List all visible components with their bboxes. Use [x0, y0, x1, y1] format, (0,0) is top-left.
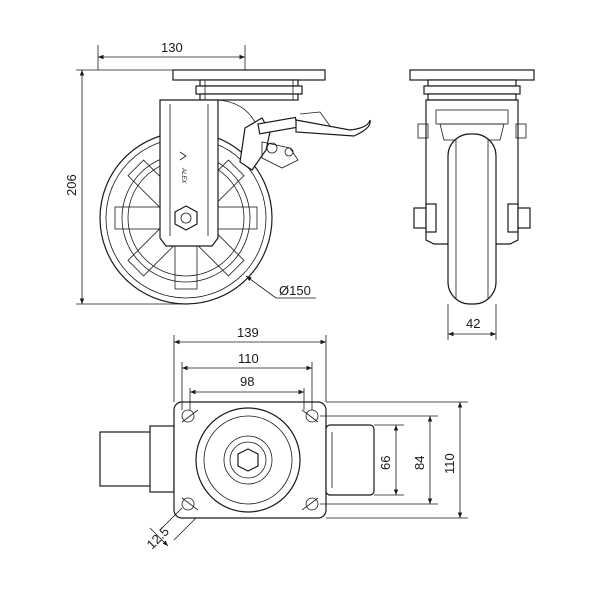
svg-text:12.5: 12.5 [144, 524, 173, 553]
svg-text:130: 130 [161, 40, 183, 55]
dim-98: 98 [189, 374, 305, 410]
dim-66: 66 [374, 424, 404, 496]
dim-diameter: Ø150 [245, 275, 316, 299]
dim-110-horizontal: 110 [181, 351, 313, 410]
svg-text:110: 110 [442, 453, 457, 474]
svg-text:139: 139 [237, 325, 259, 340]
svg-text:Ø150: Ø150 [279, 283, 311, 298]
dim-84: 84 [320, 415, 438, 505]
svg-text:98: 98 [240, 374, 254, 389]
dim-139: 139 [173, 325, 327, 402]
dim-130: 130 [97, 40, 246, 70]
brake-assembly [239, 111, 371, 171]
dim-42: 42 [447, 304, 497, 340]
svg-text:206: 206 [64, 174, 79, 196]
top-view: 139 110 98 66 84 [99, 325, 468, 553]
svg-text:42: 42 [466, 316, 480, 331]
side-view: ALEX 130 206 Ø1 [64, 40, 371, 305]
dim-110-vertical: 110 [326, 401, 468, 519]
dim-206: 206 [64, 69, 186, 305]
svg-text:66: 66 [378, 456, 393, 470]
front-view: 42 [409, 69, 535, 340]
svg-text:110: 110 [238, 351, 259, 366]
brand-logo: ALEX [180, 167, 186, 184]
svg-text:84: 84 [412, 456, 427, 470]
